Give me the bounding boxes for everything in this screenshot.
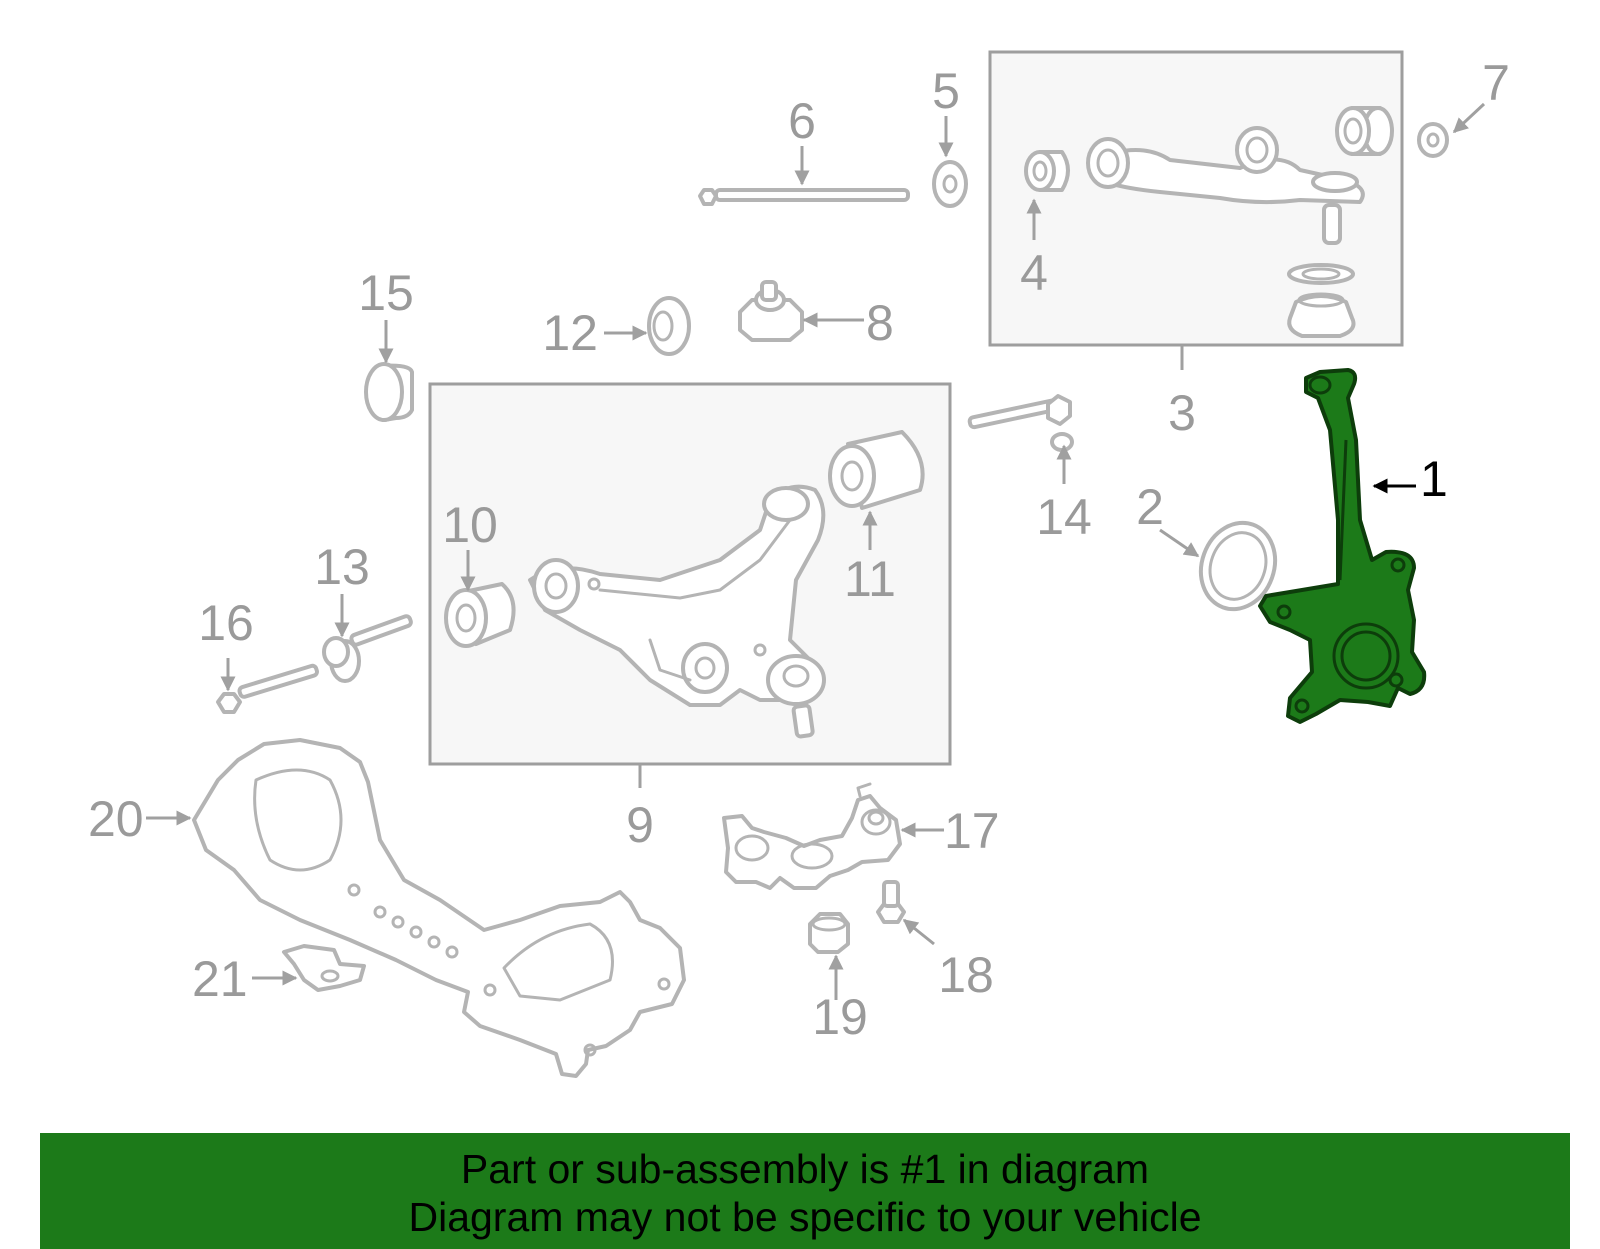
part-11-bushing[interactable]: [828, 430, 925, 510]
banner-line-2: Diagram may not be specific to your vehi…: [408, 1194, 1202, 1240]
callout-20: 20: [88, 791, 144, 847]
callout-15: 15: [358, 265, 414, 321]
part-5-washer[interactable]: [932, 160, 968, 208]
upper-bushing: [1335, 106, 1394, 156]
part-2-seal-ring[interactable]: [1189, 512, 1287, 619]
callout-13: 13: [314, 539, 370, 595]
callout-10: 10: [442, 497, 498, 553]
part-4-bushing[interactable]: [1024, 150, 1070, 192]
ball-joint-boot: [1287, 263, 1356, 338]
callout-18: 18: [938, 947, 994, 1003]
part-8-mount[interactable]: [738, 280, 804, 342]
parts-diagram: 1 2 3 4 5 6 7 8 9 10 11 12 13 14 15 16 1…: [88, 50, 1510, 1078]
callout-4: 4: [1020, 245, 1048, 301]
upper-control-arm: [1086, 126, 1365, 245]
callout-2: 2: [1136, 479, 1164, 535]
callout-9: 9: [626, 797, 654, 853]
banner-line-1: Part or sub-assembly is #1 in diagram: [460, 1146, 1150, 1192]
callout-8: 8: [866, 295, 894, 351]
notice-banner: Part or sub-assembly is #1 in diagram Di…: [40, 1133, 1570, 1249]
part-7-nut[interactable]: [1417, 122, 1449, 158]
callout-14: 14: [1036, 489, 1092, 545]
part-1-steering-knuckle[interactable]: [1258, 368, 1427, 724]
callout-21: 21: [192, 951, 248, 1007]
callout-7: 7: [1482, 55, 1510, 111]
part-21-bracket[interactable]: [282, 944, 366, 992]
part-12-bushing[interactable]: [647, 296, 691, 356]
callout-11: 11: [844, 551, 896, 607]
part-20-crossmember[interactable]: [192, 738, 686, 1078]
part-16-bolt[interactable]: [216, 663, 319, 714]
part-13-cam-bolt[interactable]: [322, 614, 413, 683]
part-14-bolt[interactable]: [967, 394, 1074, 452]
part-17-bracket[interactable]: [722, 782, 902, 890]
callout-3: 3: [1168, 385, 1196, 441]
callout-6: 6: [788, 93, 816, 149]
part-6-bolt[interactable]: [698, 188, 910, 206]
part-19-nut[interactable]: [808, 912, 850, 954]
part-18-bolt[interactable]: [876, 880, 906, 924]
callout-12: 12: [542, 305, 598, 361]
callout-1: 1: [1420, 451, 1448, 507]
callout-19: 19: [812, 989, 868, 1045]
part-15-bushing[interactable]: [364, 362, 414, 422]
callout-5: 5: [932, 63, 960, 119]
lower-control-arm: [528, 484, 826, 739]
callout-16: 16: [198, 595, 254, 651]
callout-17: 17: [944, 803, 1000, 859]
part-10-bushing[interactable]: [444, 582, 516, 648]
